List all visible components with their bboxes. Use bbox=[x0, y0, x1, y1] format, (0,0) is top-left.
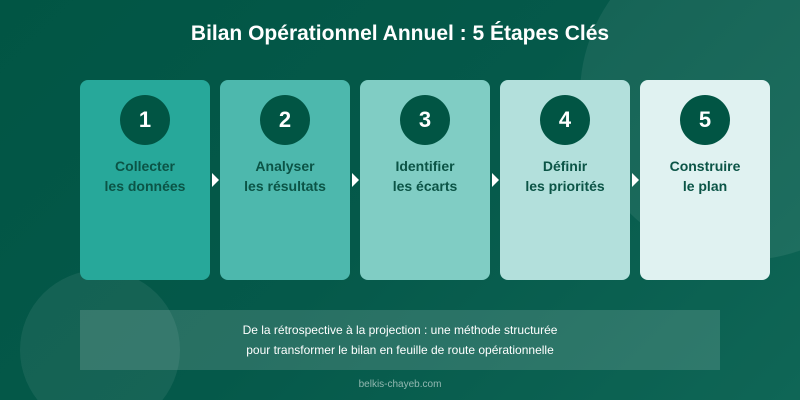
summary-banner: De la rétrospective à la projection : un… bbox=[80, 310, 720, 370]
arrow-right-icon bbox=[212, 173, 219, 187]
step-card-3: 3 Identifier les écarts bbox=[360, 80, 490, 280]
step-number-badge: 5 bbox=[680, 95, 730, 145]
step-label: Identifier les écarts bbox=[392, 158, 458, 194]
arrow-right-icon bbox=[352, 173, 359, 187]
step-card-4: 4 Définir les priorités bbox=[500, 80, 630, 280]
step-number-badge: 3 bbox=[400, 95, 450, 145]
step-number-badge: 1 bbox=[120, 95, 170, 145]
step-card-5: 5 Construire le plan bbox=[640, 80, 770, 280]
step-number-badge: 4 bbox=[540, 95, 590, 145]
step-label: Construire le plan bbox=[669, 158, 741, 194]
decorative-circle-bottom-left bbox=[20, 270, 180, 400]
step-label: Collecter les données bbox=[104, 158, 186, 194]
footer-credit: belkis-chayeb.com bbox=[358, 379, 442, 390]
page-title: Bilan Opérationnel Annuel : 5 Étapes Clé… bbox=[190, 22, 610, 45]
step-label: Définir les priorités bbox=[525, 158, 605, 194]
step-card-2: 2 Analyser les résultats bbox=[220, 80, 350, 280]
step-card-1: 1 Collecter les données bbox=[80, 80, 210, 280]
summary-line-1: De la rétrospective à la projection : un… bbox=[242, 323, 558, 337]
summary-line-2: pour transformer le bilan en feuille de … bbox=[246, 343, 554, 357]
arrow-right-icon bbox=[492, 173, 499, 187]
step-label: Analyser les résultats bbox=[244, 158, 326, 194]
arrow-right-icon bbox=[632, 173, 639, 187]
step-number-badge: 2 bbox=[260, 95, 310, 145]
